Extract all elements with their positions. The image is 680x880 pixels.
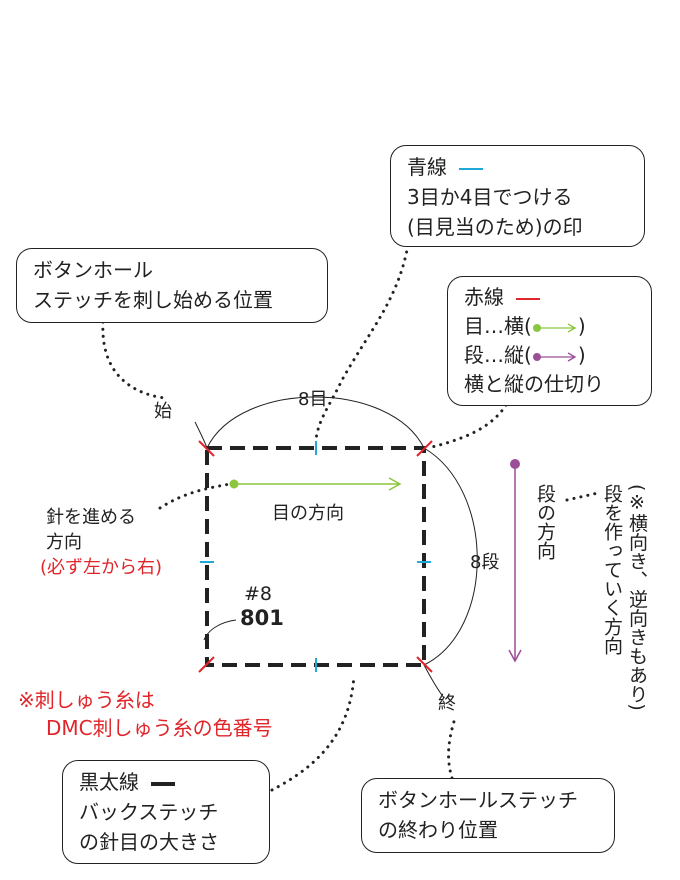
arc-rows (423, 447, 478, 666)
callout-red-line4: 横と縦の仕切り (464, 372, 604, 396)
leader-black (270, 673, 356, 792)
red-mark-tl (198, 440, 215, 457)
callout-red-row-post: ) (577, 343, 586, 367)
backstitch-square (205, 446, 426, 667)
callout-start: ボタンホール ステッチを刺し始める位置 (16, 248, 328, 323)
callout-red-row-pre: 段…縦( (464, 343, 532, 367)
leader-end (447, 716, 457, 780)
dmc-note-line1: ※刺しゅう糸は (18, 688, 155, 712)
callout-red-line: 赤線 目…横() 段…縦() 横と縦の仕切り (447, 276, 652, 406)
row-direction-note-2: 段を作っていく方向 (601, 484, 623, 655)
dmc-note-line2: DMC刺しゅう糸の色番号 (46, 716, 273, 740)
callout-red-title: 赤線 (464, 285, 504, 309)
red-mark-tr (416, 440, 433, 457)
callout-black-line: 黒太線 バックステッチ の針目の大きさ (62, 760, 270, 864)
callout-black-title: 黒太線 (79, 770, 139, 794)
leader-start (101, 320, 167, 400)
red-mark-br (416, 656, 433, 673)
callout-blue-line: 青線 3目か4目でつける (目見当のため)の印 (390, 145, 645, 247)
row-direction-label: 段の方向 (534, 484, 556, 560)
row-direction-note-1: (※横向き、逆向きもあり) (626, 484, 648, 711)
callout-blue-title: 青線 (407, 155, 447, 179)
callout-end-line1: ボタンホールステッチ (378, 788, 578, 812)
callout-black-line3: の針目の大きさ (79, 830, 219, 854)
black-line-swatch (151, 781, 176, 786)
callout-end-line2: の終わり位置 (378, 818, 498, 842)
leader-start-mark (194, 421, 208, 449)
callout-end: ボタンホールステッチ の終わり位置 (361, 778, 615, 853)
leader-blue (314, 243, 410, 442)
purple-arrow-head (508, 649, 522, 663)
callout-blue-line3: (目見当のため)の印 (407, 215, 583, 239)
callout-start-line1: ボタンホール (33, 258, 153, 282)
leader-needle (158, 482, 232, 510)
start-mark-label: 始 (154, 401, 172, 422)
blue-line-swatch (459, 167, 484, 170)
green-arrow-mini-icon (532, 322, 577, 333)
leader-end-mark (423, 664, 445, 699)
needle-direction-label-1: 針を進める (46, 507, 136, 528)
callout-start-line2: ステッチを刺し始める位置 (33, 288, 273, 312)
callout-red-stitch-post: ) (577, 314, 586, 338)
stitch-direction-label: 目の方向 (272, 503, 344, 524)
thread-number: #8 (244, 583, 273, 605)
red-mark-bl (198, 656, 215, 673)
red-line-swatch (516, 297, 541, 300)
needle-direction-note: (必ず左から右) (40, 557, 163, 578)
leader-red (426, 403, 508, 450)
stitch-count-label: 8目 (298, 389, 328, 410)
callout-red-stitch-pre: 目…横( (464, 314, 532, 338)
green-arrow-head (388, 477, 402, 491)
needle-direction-label-2: 方向 (46, 532, 82, 553)
row-count-label: 8段 (470, 552, 500, 573)
callout-blue-line2: 3目か4目でつける (407, 185, 573, 209)
thread-color-number: 801 (240, 606, 284, 630)
end-mark-label: 終 (438, 693, 456, 714)
arc-stitches (206, 396, 425, 449)
purple-arrow-mini-icon (532, 351, 577, 362)
leader-rowdir (565, 491, 600, 502)
callout-black-line2: バックステッチ (79, 800, 219, 824)
